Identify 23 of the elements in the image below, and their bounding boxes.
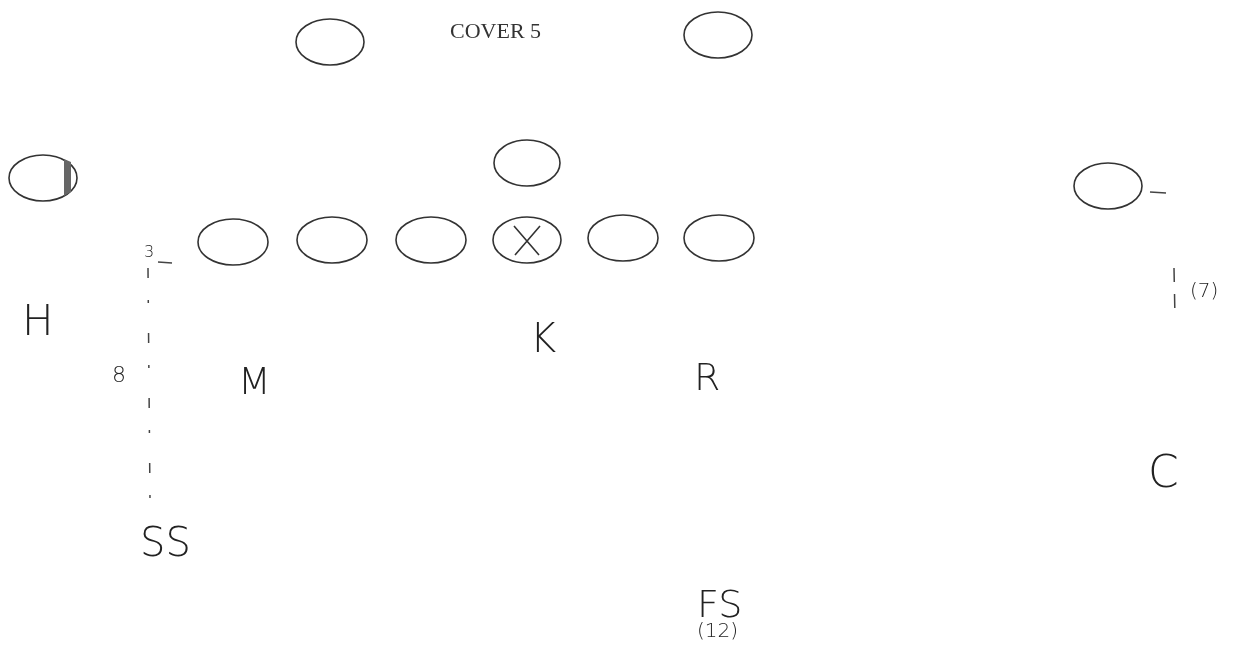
player-circle — [296, 216, 368, 264]
player-circle — [295, 18, 365, 66]
player-circle — [493, 139, 561, 187]
mark-number: 8 — [112, 364, 126, 386]
player-circle — [395, 216, 467, 264]
player-circle-shaded — [8, 154, 78, 202]
position-letter: H — [22, 300, 54, 342]
player-circle — [683, 214, 755, 262]
position-letter: R — [694, 358, 721, 396]
position-letter: K — [530, 318, 557, 358]
position-letter: SS — [140, 522, 191, 562]
depth-number: (7) — [1190, 280, 1219, 300]
depth-number: (12) — [697, 620, 739, 640]
player-circle — [197, 218, 269, 266]
position-letter: FS — [697, 585, 743, 623]
position-letter: C — [1148, 450, 1179, 494]
player-circle — [683, 11, 753, 59]
center-crossed-circle — [492, 216, 562, 264]
player-circle — [587, 214, 659, 262]
mark-number: 3 — [144, 244, 155, 260]
diagram-title: COVER 5 — [450, 18, 542, 44]
position-letter: M — [238, 362, 271, 400]
player-circle — [1073, 162, 1143, 210]
